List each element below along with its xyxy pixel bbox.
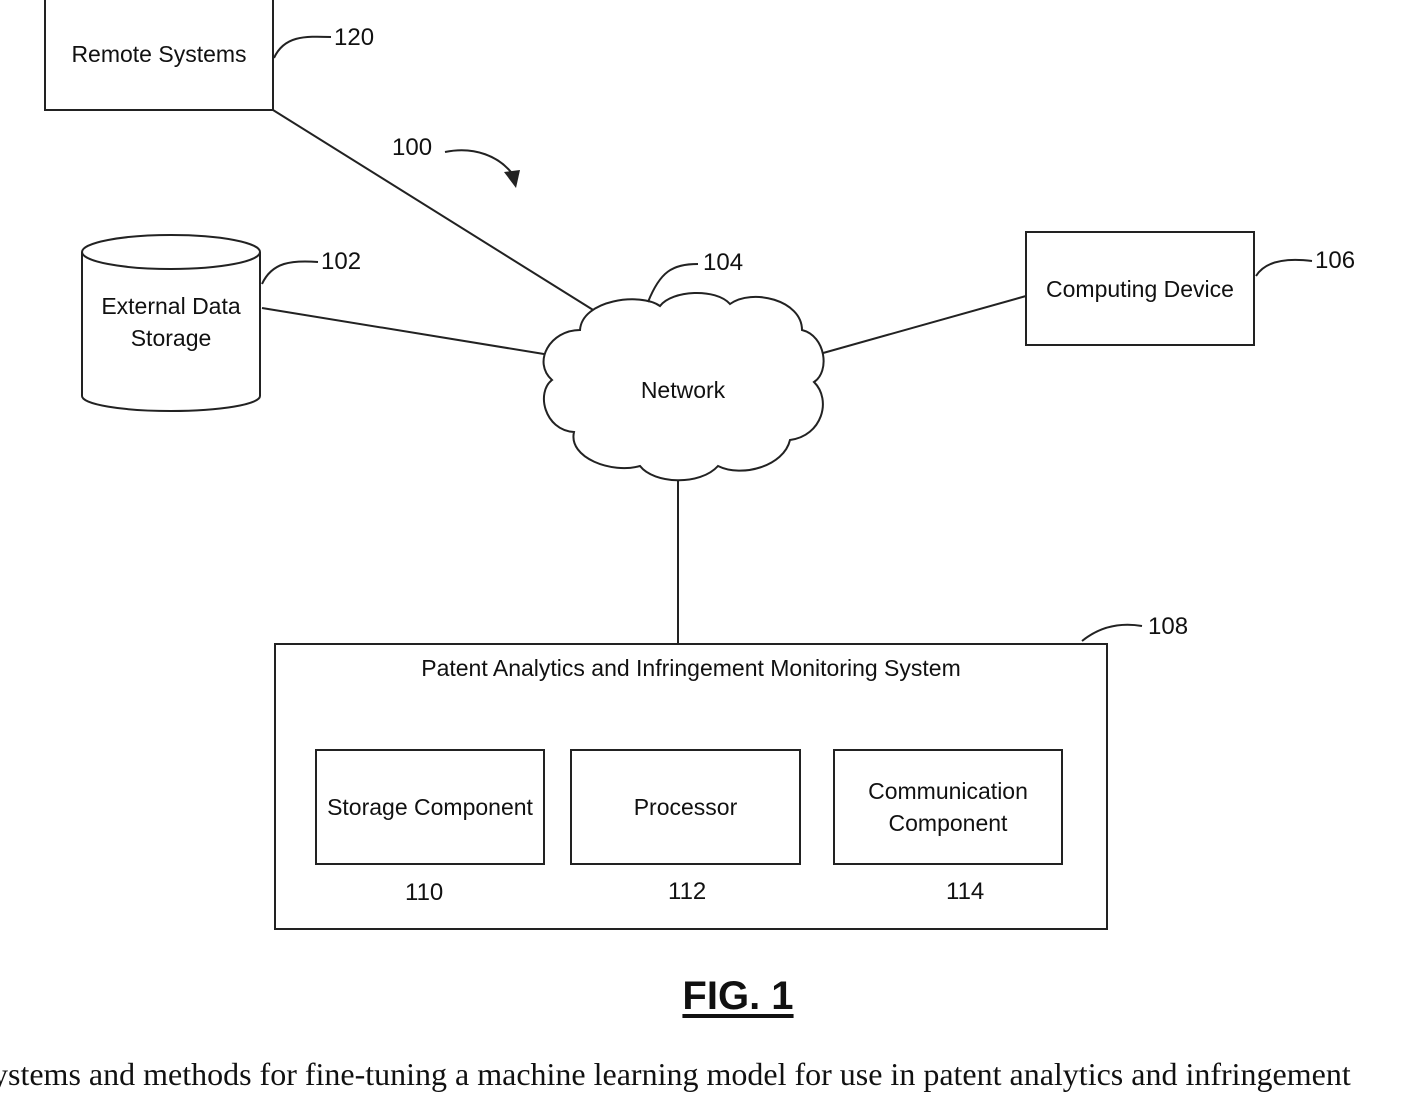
ref-110: 110 [405, 879, 443, 907]
figure-label: FIG. 1 [620, 972, 856, 1020]
computing-device-label: Computing Device [1046, 273, 1234, 305]
computing-device-box: Computing Device [1025, 231, 1255, 346]
leader-120 [274, 37, 331, 58]
edge-remote-to-network [273, 110, 606, 318]
ref-102: 102 [321, 248, 361, 276]
ref-120: 120 [334, 24, 374, 52]
ref-114: 114 [946, 878, 984, 906]
communication-component-line2: Component [889, 807, 1008, 839]
leader-100 [445, 150, 514, 176]
processor-label: Processor [634, 791, 738, 823]
edge-computing-to-network [816, 296, 1026, 355]
storage-component-label: Storage Component [327, 791, 533, 823]
leader-106 [1256, 260, 1312, 276]
remote-systems-box: Remote Systems [44, 0, 274, 111]
ref-106: 106 [1315, 247, 1355, 275]
ref-100: 100 [392, 134, 432, 162]
leader-108 [1082, 625, 1142, 641]
arrowhead-100 [504, 170, 520, 188]
external-storage-label: External Data Storage [82, 290, 260, 354]
edge-storage-to-network [262, 308, 550, 355]
external-storage-line1: External Data [82, 290, 260, 322]
ref-108: 108 [1148, 613, 1188, 641]
processor-box: Processor [570, 749, 801, 865]
network-label: Network [600, 374, 766, 406]
leader-102 [262, 261, 318, 284]
communication-component-line1: Communication [868, 775, 1028, 807]
system-title: Patent Analytics and Infringement Monito… [274, 652, 1108, 684]
remote-systems-label: Remote Systems [71, 38, 246, 70]
ref-112: 112 [668, 878, 706, 906]
external-storage-line2: Storage [82, 322, 260, 354]
communication-component-box: Communication Component [833, 749, 1063, 865]
caption-text: ystems and methods for fine-tuning a mac… [0, 1054, 1351, 1094]
storage-component-box: Storage Component [315, 749, 545, 865]
ref-104: 104 [703, 249, 743, 277]
